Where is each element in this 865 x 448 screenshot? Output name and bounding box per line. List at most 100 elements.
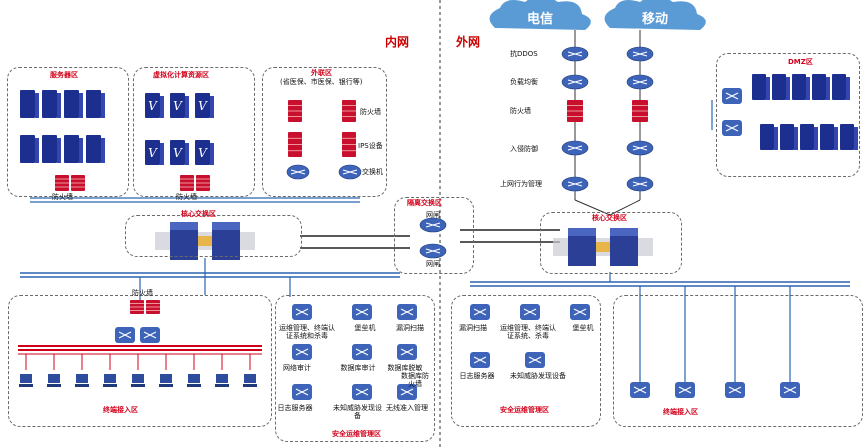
terminal-firewall-label: 防火墙 <box>132 289 153 297</box>
external-zone-title: 外联区 <box>311 69 332 77</box>
external-zone-subtitle: (省医保、市医保、银行等) <box>280 78 363 86</box>
dmz-server-icon <box>772 74 790 100</box>
ext-switch-icon <box>286 164 310 180</box>
virtual-v-glyph: V <box>173 99 183 113</box>
ext-ips-icon <box>288 132 302 157</box>
terminal-right-switch-icon <box>725 382 745 398</box>
secops-right-device-icon <box>525 352 545 368</box>
pc-icon <box>243 374 257 387</box>
dmz-server-icon <box>792 74 810 100</box>
secops-zone-right-title: 安全运维管理区 <box>500 406 549 414</box>
secops-left-item-label: 漏洞扫描 <box>396 324 424 332</box>
dmz-server-icon <box>840 124 858 150</box>
server-zone <box>7 67 129 197</box>
dmz-server-icon <box>780 124 798 150</box>
pc-icon <box>47 374 61 387</box>
virtual-v-glyph: V <box>173 146 183 160</box>
anti-ddos-switch-icon <box>626 46 654 62</box>
secops-left-item-label: 数据库防火墙 <box>401 372 429 389</box>
virtual-v-glyph: V <box>148 99 158 113</box>
dmz-server-icon <box>760 124 778 150</box>
outer-firewall-icon <box>632 100 648 122</box>
secops-left-item-label: 网络审计 <box>283 364 311 372</box>
dmz-zone-title: DMZ区 <box>788 58 813 66</box>
dmz-server-icon <box>832 74 850 100</box>
virtual-v-glyph: V <box>198 146 208 160</box>
secops-left-item-label: 未知威胁发现设备 <box>333 404 382 421</box>
inner-network-title: 内网 <box>385 35 410 49</box>
ext-firewall-icon <box>288 100 302 122</box>
terminal-right-switch-icon <box>630 382 650 398</box>
pc-icon <box>131 374 145 387</box>
server-zone-firewall-icon <box>71 175 85 191</box>
pc-icon <box>75 374 89 387</box>
server-icon <box>64 90 83 118</box>
ext-firewall-icon <box>342 100 356 122</box>
load-balance-label: 负载均衡 <box>510 78 538 86</box>
virtual-server-icon <box>170 140 189 165</box>
secops-right-item-label: 运维管理、终端认证系统、杀毒 <box>500 324 556 341</box>
core-zone-right-title: 核心交换区 <box>592 214 627 222</box>
terminal-zone-left <box>8 295 272 427</box>
terminal-zone-right <box>613 295 863 427</box>
outer-network-title: 外网 <box>456 35 481 49</box>
virtual-zone-title: 虚拟化计算资源区 <box>153 71 209 79</box>
outer-firewall-icon <box>567 100 583 122</box>
secops-left-item-label: 无线准入管理 <box>386 404 428 412</box>
server-icon <box>20 135 39 163</box>
server-icon <box>42 135 61 163</box>
secops-right-item-label: 日志服务器 <box>459 372 495 380</box>
ids-switch-icon <box>626 140 654 156</box>
dmz-zone <box>716 53 860 177</box>
secops-right-device-icon <box>570 304 590 320</box>
ids-label: 入侵防御 <box>510 145 538 153</box>
virtual-zone-firewall-label: 防火墙 <box>176 193 197 201</box>
behavior-switch-icon <box>626 176 654 192</box>
gate-icon <box>419 243 447 259</box>
ext-ips-icon <box>342 132 356 157</box>
secops-right-item-label: 漏洞扫描 <box>459 324 487 332</box>
mobile-label: 移动 <box>642 12 669 27</box>
ext-switch-icon <box>338 164 362 180</box>
secops-left-item-label: 数据库脱敏 <box>387 364 423 372</box>
secops-right-device-icon <box>470 304 490 320</box>
gate-label-2: 网闸 <box>426 260 440 268</box>
secops-left-device-icon <box>352 304 372 320</box>
pc-icon <box>103 374 117 387</box>
secops-right-device-icon <box>520 304 540 320</box>
terminal-zone-right-title: 终端接入区 <box>663 408 698 416</box>
terminal-switch-icon <box>115 327 135 343</box>
dmz-server-icon <box>820 124 838 150</box>
virtual-server-icon <box>170 93 189 118</box>
ext-firewall-label: 防火墙 <box>360 108 381 116</box>
virtual-server-icon <box>195 93 214 118</box>
dmz-server-icon <box>800 124 818 150</box>
secops-left-item-label: 数据库审计 <box>340 364 376 372</box>
ext-ips-label: IPS设备 <box>358 142 383 150</box>
virtual-zone-firewall-icon <box>180 175 194 191</box>
terminal-right-switch-icon <box>675 382 695 398</box>
server-icon <box>42 90 61 118</box>
virtual-v-glyph: V <box>148 146 158 160</box>
pc-icon <box>215 374 229 387</box>
behavior-label: 上网行为管理 <box>500 180 542 188</box>
ids-switch-icon <box>561 140 589 156</box>
secops-left-device-icon <box>397 344 417 360</box>
dmz-server-icon <box>752 74 770 100</box>
dmz-server-icon <box>812 74 830 100</box>
pc-icon <box>159 374 173 387</box>
core-zone-right <box>540 212 682 274</box>
virtual-v-glyph: V <box>198 99 208 113</box>
secops-right-item-label: 堡垒机 <box>572 324 594 332</box>
virtual-zone <box>133 67 255 197</box>
dmz-switch-icon <box>722 120 742 136</box>
secops-left-device-icon <box>292 344 312 360</box>
secops-left-device-icon <box>292 384 312 400</box>
behavior-switch-icon <box>561 176 589 192</box>
secops-zone-right <box>451 295 601 427</box>
gate-label-1: 网闸 <box>426 211 440 219</box>
secops-zone-left-title: 安全运维管理区 <box>332 430 381 438</box>
server-icon <box>86 135 105 163</box>
mobile-cloud <box>604 0 706 30</box>
